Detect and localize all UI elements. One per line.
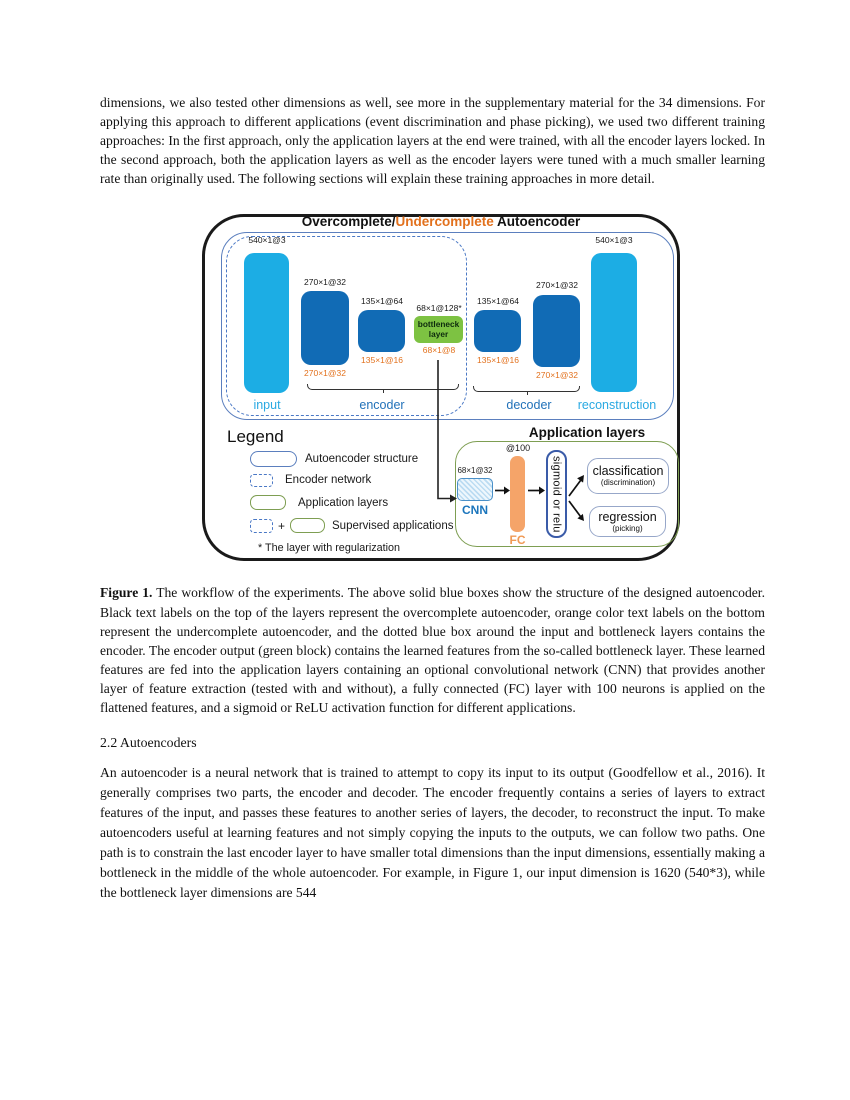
bottleneck-bottom-label: 68×1@8 (422, 345, 456, 356)
classification-output-box: classification (discrimination) (587, 458, 669, 495)
fc-text-label: FC (509, 533, 526, 548)
dec2-top-label: 270×1@32 (536, 280, 578, 291)
figure-diagram-title: Overcomplete/Undercomplete Autoencoder (202, 214, 680, 229)
fc-layer-rect (510, 456, 525, 533)
title-autoencoder: Autoencoder (493, 214, 581, 230)
application-layers-title: Application layers (528, 425, 646, 441)
reconstruction-flow-label: reconstruction (577, 398, 657, 413)
encoder-bracket (307, 384, 459, 394)
page-content: dimensions, we also tested other dimensi… (100, 0, 765, 902)
figure-caption: Figure 1. The workflow of the experiment… (100, 583, 765, 717)
activation-box: sigmoid or relu (546, 450, 567, 539)
figure-1-diagram: Overcomplete/Undercomplete Autoencoder 5… (202, 214, 683, 566)
legend-plus-sign: + (278, 519, 286, 534)
cnn-dim-label: 68×1@32 (457, 466, 493, 476)
legend-swatch-application (250, 495, 286, 511)
classification-sublabel: (discrimination) (600, 478, 656, 488)
figure-caption-label: Figure 1. (100, 585, 153, 601)
legend-swatch-autoencoder (250, 451, 297, 468)
dec1-top-label: 135×1@64 (477, 296, 519, 307)
legend-label-autoencoder: Autoencoder structure (305, 453, 419, 466)
figure-caption-text: The workflow of the experiments. The abo… (100, 585, 765, 716)
body-paragraph-1: dimensions, we also tested other dimensi… (100, 95, 765, 187)
dec1-layer-box (474, 310, 521, 353)
fc-neurons-label: @100 (505, 443, 531, 454)
legend-swatch-supervised-dashed (250, 519, 273, 534)
dec2-layer-box (533, 295, 580, 368)
activation-label: sigmoid or relu (550, 456, 563, 533)
legend-label-supervised: Supervised applications (332, 520, 454, 533)
legend-label-application: Application layers (298, 497, 389, 510)
legend-title: Legend (227, 427, 284, 447)
enc2-bottom-label: 135×1@16 (361, 355, 403, 366)
classification-label: classification (592, 464, 664, 479)
title-overcomplete: Overcomplete/ (301, 214, 396, 230)
decoder-bracket (473, 386, 580, 396)
enc1-layer-box (301, 291, 349, 366)
legend-swatch-supervised-green (290, 518, 325, 534)
input-top-label: 540×1@3 (248, 235, 286, 246)
cnn-hatched-box (457, 478, 493, 502)
enc1-top-label: 270×1@32 (304, 277, 346, 288)
input-flow-label: input (253, 398, 281, 413)
input-layer-box (244, 253, 289, 394)
decoder-flow-label: decoder (506, 398, 552, 413)
reconstruction-layer-box (591, 253, 637, 393)
enc2-top-label: 135×1@64 (361, 296, 403, 307)
encoder-flow-label: encoder (359, 398, 405, 413)
bottleneck-top-label: 68×1@128* (416, 303, 462, 314)
legend-label-encoder: Encoder network (285, 474, 372, 487)
enc2-layer-box (358, 310, 405, 353)
reconstruction-top-label: 540×1@3 (595, 235, 633, 246)
regression-sublabel: (picking) (612, 523, 643, 533)
dec1-bottom-label: 135×1@16 (477, 355, 519, 366)
legend-regularization-note: * The layer with regularization (258, 542, 401, 555)
legend-swatch-encoder (250, 474, 273, 488)
application-layers-box (455, 441, 679, 548)
dec2-bottom-label: 270×1@32 (536, 370, 578, 381)
regression-output-box: regression (picking) (589, 506, 666, 538)
cnn-text-label: CNN (462, 503, 488, 518)
bottleneck-layer-box: bottleneck layer (414, 316, 463, 344)
section-heading: 2.2 Autoencoders (100, 735, 197, 751)
title-undercomplete: Undercomplete (395, 214, 494, 230)
regression-label: regression (598, 509, 657, 524)
figure-outer-border (202, 214, 680, 562)
encoder-network-dashed-box (226, 236, 467, 417)
body-paragraph-2: An autoencoder is a neural network that … (100, 765, 765, 900)
enc1-bottom-label: 270×1@32 (304, 368, 346, 379)
